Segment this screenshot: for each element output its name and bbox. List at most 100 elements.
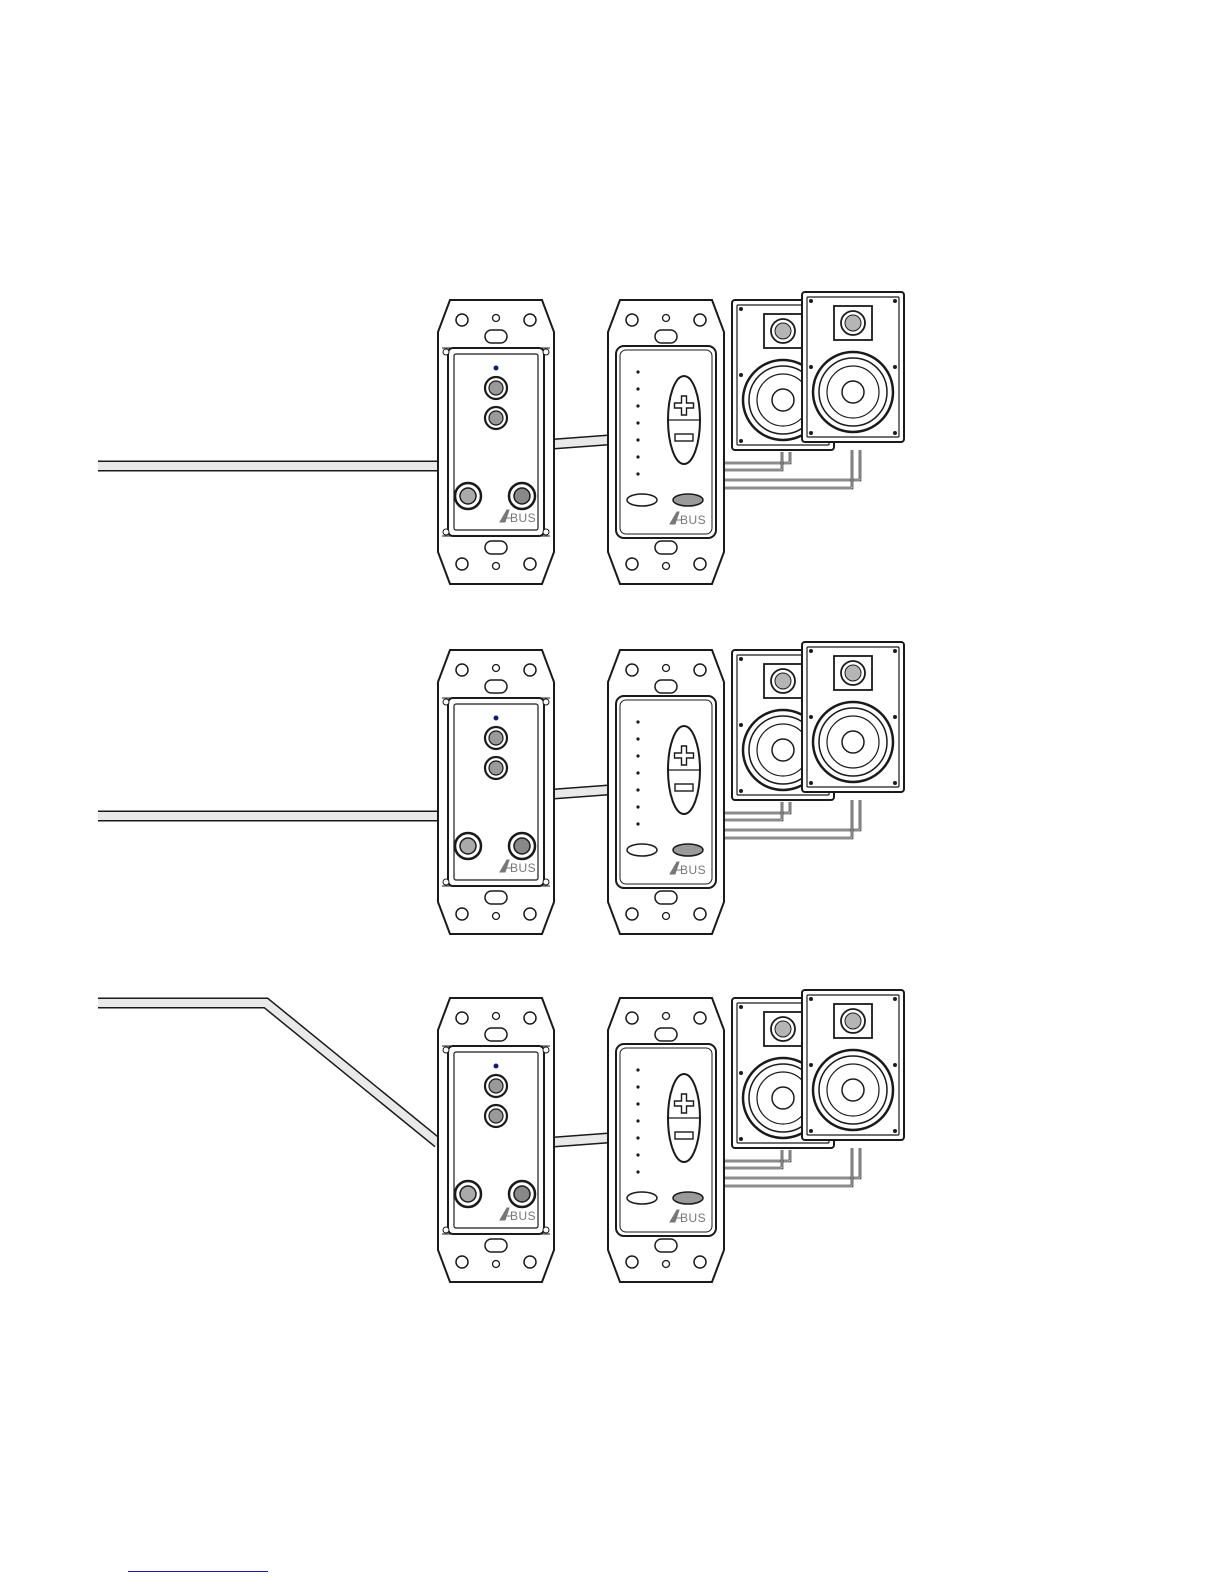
speaker-screw — [809, 715, 813, 719]
level-led — [636, 370, 639, 373]
level-led — [636, 720, 639, 723]
input-wall-plate: BUS — [438, 300, 554, 584]
speaker-screw — [893, 365, 897, 369]
speaker-screw — [739, 1005, 743, 1009]
speaker-wire — [724, 802, 790, 813]
speaker-screw — [809, 649, 813, 653]
pin-hole — [663, 563, 670, 570]
woofer-dust-cap — [772, 1087, 794, 1109]
mount-slot — [655, 541, 677, 554]
face-clip — [543, 1047, 549, 1053]
face-clip — [443, 699, 449, 705]
screw-hole — [626, 664, 638, 676]
level-led — [636, 421, 639, 424]
speaker-screw — [809, 365, 813, 369]
woofer-dust-cap — [842, 381, 864, 403]
level-led — [636, 1085, 639, 1088]
speaker-screw — [893, 715, 897, 719]
pin-hole — [663, 1261, 670, 1268]
level-led — [636, 1136, 639, 1139]
speaker-wire — [724, 802, 782, 820]
mount-slot — [655, 1239, 677, 1252]
face-clip — [443, 879, 449, 885]
woofer-dust-cap — [772, 389, 794, 411]
screw-hole — [694, 314, 706, 326]
speaker-wire-core — [724, 450, 860, 480]
in-wall-speaker — [802, 292, 904, 442]
level-led — [636, 1153, 639, 1156]
face-clip — [543, 349, 549, 355]
face-clip — [543, 529, 549, 535]
speaker-screw — [739, 657, 743, 661]
face-clip — [443, 529, 449, 535]
level-led — [636, 1119, 639, 1122]
speaker-wire-core — [724, 802, 790, 813]
rca-jack-center — [489, 1079, 503, 1093]
screw-hole — [456, 1012, 468, 1024]
abus-logo-text: BUS — [510, 511, 536, 525]
level-led — [636, 404, 639, 407]
speaker-wires — [724, 800, 860, 838]
pin-hole — [493, 315, 500, 322]
speaker-screw — [893, 1129, 897, 1133]
volume-control-plate: BUS — [608, 300, 724, 584]
face-clip — [443, 349, 449, 355]
face-clip — [443, 1227, 449, 1233]
speaker-screw — [893, 997, 897, 1001]
speaker-screw — [739, 373, 743, 377]
mount-slot — [485, 330, 507, 343]
level-led — [636, 771, 639, 774]
pin-hole — [493, 665, 500, 672]
mount-slot — [485, 1239, 507, 1252]
speaker-wire-core — [724, 800, 860, 830]
audio-jack-center — [460, 1186, 476, 1202]
woofer-dust-cap — [842, 731, 864, 753]
screw-hole — [694, 664, 706, 676]
source-button — [627, 1192, 657, 1204]
tweeter-dome — [775, 673, 791, 689]
pin-hole — [493, 563, 500, 570]
level-led — [636, 1068, 639, 1071]
speaker-wire-core — [724, 1148, 860, 1178]
minus-icon — [675, 1132, 693, 1139]
screw-hole — [626, 558, 638, 570]
speaker-wire-core — [724, 1150, 782, 1168]
link-cable-fill — [554, 1138, 608, 1142]
power-button — [673, 844, 703, 856]
audio-jack-center — [514, 838, 530, 854]
mount-slot — [485, 891, 507, 904]
screw-hole — [694, 558, 706, 570]
audio-jack-center — [460, 838, 476, 854]
audio-jack-center — [514, 1186, 530, 1202]
speaker-wire — [724, 452, 790, 463]
screw-hole — [694, 1012, 706, 1024]
face-clip — [543, 879, 549, 885]
speaker-screw — [893, 1063, 897, 1067]
abus-logo-text: BUS — [510, 1209, 536, 1223]
level-led — [636, 1170, 639, 1173]
pin-hole — [493, 1261, 500, 1268]
screw-hole — [456, 1256, 468, 1268]
minus-icon — [675, 784, 693, 791]
volume-control-plate: BUS — [608, 998, 724, 1282]
screw-hole — [456, 314, 468, 326]
pin-hole — [493, 913, 500, 920]
face-clip — [543, 1227, 549, 1233]
power-button — [673, 1192, 703, 1204]
footer-rule — [128, 1571, 268, 1572]
screw-hole — [626, 908, 638, 920]
tweeter-dome — [845, 1013, 861, 1029]
speaker-wire — [724, 452, 782, 470]
pin-hole — [663, 315, 670, 322]
in-wall-speaker — [802, 990, 904, 1140]
level-led — [636, 805, 639, 808]
source-button — [627, 494, 657, 506]
mount-slot — [485, 1028, 507, 1041]
mount-slot — [485, 680, 507, 693]
face-clip — [443, 1047, 449, 1053]
tweeter-dome — [775, 1021, 791, 1037]
speaker-screw — [739, 1071, 743, 1075]
mount-slot — [655, 891, 677, 904]
abus-logo-text: BUS — [510, 861, 536, 875]
speaker-screw — [809, 1063, 813, 1067]
